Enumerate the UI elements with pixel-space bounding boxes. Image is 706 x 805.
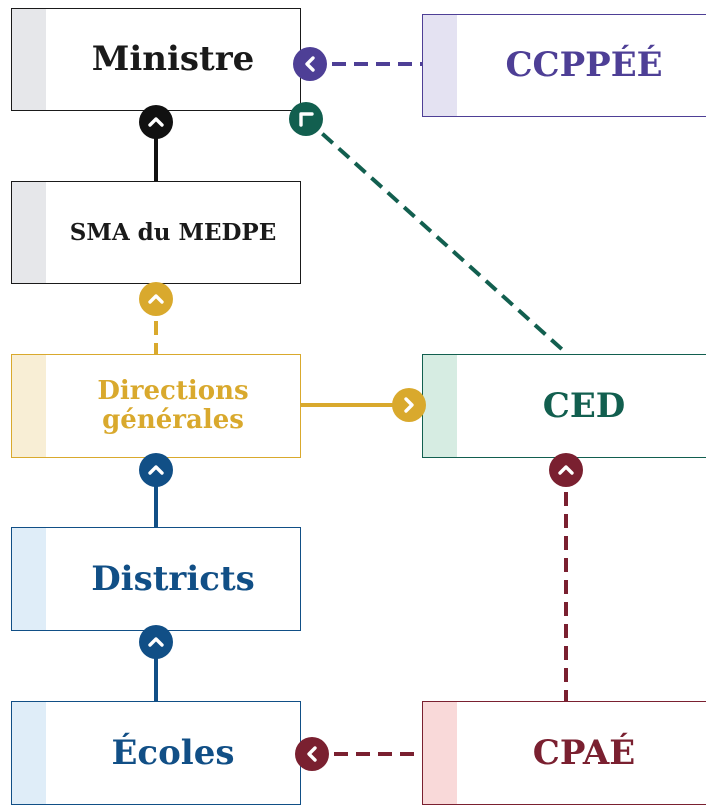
chevron-left-icon	[293, 47, 327, 81]
node-ccppee-label: CCPPÉÉ	[505, 45, 663, 86]
node-sma: SMA du MEDPE	[11, 181, 301, 284]
node-cpae-label: CPAÉ	[532, 732, 636, 773]
node-directions-accent-strip	[12, 355, 46, 457]
node-sma-accent-strip	[12, 182, 46, 283]
node-ministre-accent-strip	[12, 9, 46, 110]
chevron-right-icon	[392, 388, 426, 422]
node-districts-label: Districts	[91, 558, 255, 599]
node-directions: Directions générales	[11, 354, 301, 458]
connector-ced-to-ministre	[304, 117, 567, 354]
node-ecoles-label: Écoles	[111, 732, 235, 773]
node-ministre: Ministre	[11, 8, 301, 111]
node-ccppee-accent-strip	[423, 15, 457, 116]
node-cpae-accent-strip	[423, 702, 457, 804]
node-ecoles: Écoles	[11, 701, 301, 805]
node-ced: CED	[422, 354, 706, 458]
node-ccppee: CCPPÉÉ	[422, 14, 706, 117]
chevron-up-icon	[139, 105, 173, 139]
node-ced-accent-strip	[423, 355, 457, 457]
node-ministre-label: Ministre	[91, 39, 255, 80]
chevron-left-icon	[295, 737, 329, 771]
node-ced-label: CED	[542, 385, 626, 426]
corner-arrow-icon	[289, 102, 323, 136]
node-cpae: CPAÉ	[422, 701, 706, 805]
chevron-up-icon	[139, 282, 173, 316]
node-districts-accent-strip	[12, 528, 46, 630]
chevron-up-icon	[139, 453, 173, 487]
node-ecoles-accent-strip	[12, 702, 46, 804]
node-directions-label: Directions générales	[97, 375, 249, 435]
chevron-up-icon	[139, 625, 173, 659]
node-sma-label: SMA du MEDPE	[69, 218, 277, 246]
chevron-up-icon	[549, 453, 583, 487]
node-districts: Districts	[11, 527, 301, 631]
